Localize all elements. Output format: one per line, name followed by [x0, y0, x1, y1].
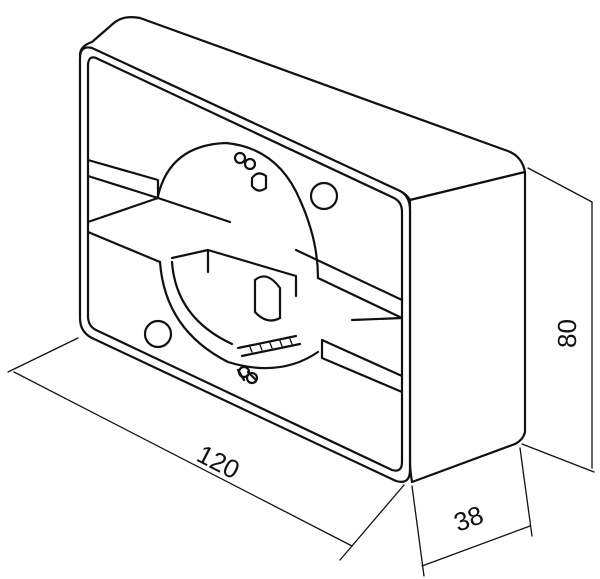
contact-strip: [236, 334, 302, 358]
lower-wall-band: [320, 338, 404, 394]
front-inner-edge: [86, 56, 404, 472]
width-dimension-line: [13, 371, 353, 547]
upper-hole: [309, 181, 339, 211]
width-extension-right: [339, 484, 405, 561]
lower-wall-left: [86, 230, 162, 264]
front-frame: [78, 46, 412, 483]
height-extension-top: [527, 167, 593, 203]
upper-wall-right: [294, 248, 404, 320]
depth-label: 38: [450, 500, 487, 538]
recess-cylinder: [253, 275, 282, 320]
height-label: 80: [552, 319, 582, 348]
box-right-face: [408, 170, 527, 484]
depth-extension-right: [519, 447, 533, 537]
lower-hole: [143, 319, 173, 349]
recess-shelf: [170, 248, 298, 298]
round-recess: [156, 141, 320, 370]
lower-ledge: [350, 316, 404, 322]
recess-cylinder-base: [253, 310, 282, 322]
height-extension-bottom: [521, 443, 595, 473]
upper-screw-clamp: [233, 151, 268, 192]
width-label: 120: [192, 439, 244, 485]
width-extension-left: [7, 337, 79, 373]
depth-dimension-line: [421, 525, 531, 567]
screw-holes: [143, 181, 339, 349]
depth-extension-left: [411, 485, 425, 577]
lower-screw-clamp: [236, 365, 259, 385]
upper-ledge: [86, 196, 232, 224]
screw-clamps: [233, 151, 268, 385]
front-outer-edge: [78, 46, 412, 483]
recess-upper-arc: [156, 141, 302, 202]
recess-inner-wall: [170, 198, 320, 346]
inner-walls: [86, 158, 404, 394]
recess-lower-arc: [158, 260, 320, 370]
contact-strip-hatch: [249, 338, 293, 353]
dimension-height: 80: [521, 167, 595, 473]
upper-wall-band: [86, 158, 160, 200]
